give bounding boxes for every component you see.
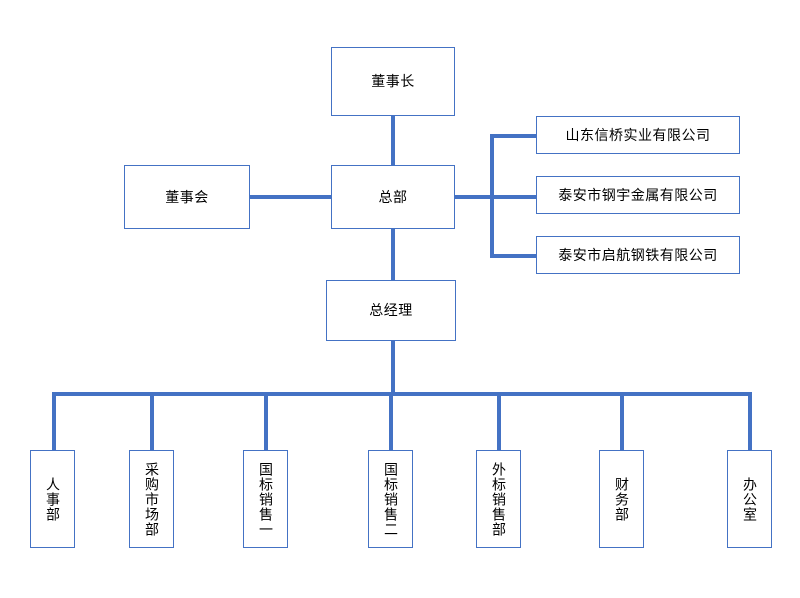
node-department-1-label: 人事部 <box>44 476 61 522</box>
node-subsidiary-3-label: 泰安市启航钢铁有限公司 <box>558 246 718 263</box>
connector-department-drop-6 <box>620 392 624 450</box>
node-department-3-label: 国标销售一 <box>257 461 274 537</box>
node-subsidiary-1-label: 山东信桥实业有限公司 <box>565 126 711 143</box>
connector-headquarters-to-general-manager <box>391 228 395 280</box>
connector-department-drop-5 <box>497 392 501 450</box>
node-department-3[interactable]: 国标销售一 <box>243 450 288 548</box>
node-department-4[interactable]: 国标销售二 <box>368 450 413 548</box>
connector-department-drop-2 <box>150 392 154 450</box>
connector-subsidiary-branch-1 <box>490 134 538 138</box>
connector-department-drop-3 <box>264 392 268 450</box>
connector-chairman-to-headquarters <box>391 116 395 166</box>
node-department-6[interactable]: 财务部 <box>599 450 644 548</box>
node-chairman[interactable]: 董事长 <box>331 47 455 116</box>
node-department-7[interactable]: 办公室 <box>727 450 772 548</box>
node-department-5-label: 外标销售部 <box>490 461 507 537</box>
connector-general-manager-to-bus <box>391 341 395 396</box>
node-general-manager-label: 总经理 <box>369 302 413 319</box>
node-subsidiary-1[interactable]: 山东信桥实业有限公司 <box>536 116 740 154</box>
node-department-5[interactable]: 外标销售部 <box>476 450 521 548</box>
connector-subsidiary-branch-2 <box>490 195 538 199</box>
node-department-1[interactable]: 人事部 <box>30 450 75 548</box>
connector-subsidiary-branch-3 <box>490 254 538 258</box>
connector-department-drop-7 <box>748 392 752 450</box>
node-chairman-label: 董事长 <box>371 73 415 90</box>
connector-board-to-headquarters <box>249 195 333 199</box>
node-department-6-label: 财务部 <box>613 476 630 522</box>
node-headquarters[interactable]: 总部 <box>331 165 455 229</box>
connector-department-drop-1 <box>52 392 56 450</box>
node-department-2-label: 采购市场部 <box>143 461 160 537</box>
node-subsidiary-2-label: 泰安市钢宇金属有限公司 <box>558 186 718 203</box>
connector-department-bus <box>52 392 752 396</box>
node-headquarters-label: 总部 <box>378 188 408 205</box>
node-board-label: 董事会 <box>165 188 209 205</box>
node-subsidiary-2[interactable]: 泰安市钢宇金属有限公司 <box>536 176 740 214</box>
node-board-of-directors[interactable]: 董事会 <box>124 165 250 229</box>
node-general-manager[interactable]: 总经理 <box>326 280 456 341</box>
node-department-7-label: 办公室 <box>741 476 758 522</box>
node-subsidiary-3[interactable]: 泰安市启航钢铁有限公司 <box>536 236 740 274</box>
node-department-2[interactable]: 采购市场部 <box>129 450 174 548</box>
connector-headquarters-to-subsidiaries <box>453 195 494 199</box>
connector-department-drop-4 <box>389 392 393 450</box>
node-department-4-label: 国标销售二 <box>382 461 399 537</box>
